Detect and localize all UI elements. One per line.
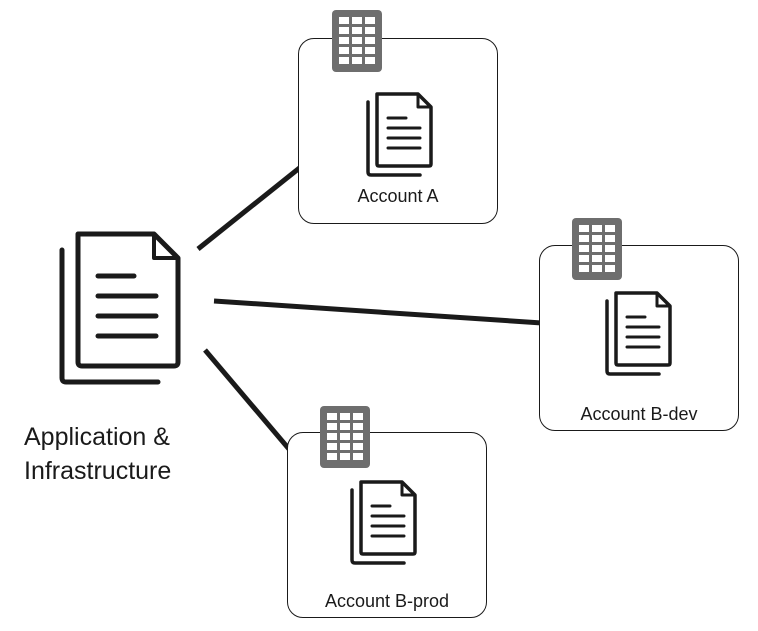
account-b-dev-documents-icon — [605, 291, 672, 376]
account-b-dev-building-icon — [572, 218, 622, 280]
source-label-line1: Application & — [24, 423, 170, 451]
account-b-prod-label: Account B-prod — [324, 591, 450, 611]
account-b-prod-building-icon — [320, 406, 370, 468]
arrow-to-account-b-dev — [213, 298, 579, 335]
source-label-line2: Infrastructure — [24, 457, 172, 485]
account-b-prod-documents-icon — [350, 480, 417, 565]
account-a-building-icon — [332, 10, 382, 72]
account-a-box: Account A — [298, 38, 498, 224]
source-label: Application & Infrastructure — [24, 420, 171, 488]
source-documents-icon — [59, 231, 181, 385]
account-a-label: Account A — [357, 186, 439, 206]
account-a-documents-icon — [366, 92, 433, 177]
account-b-dev-label: Account B-dev — [580, 404, 698, 424]
